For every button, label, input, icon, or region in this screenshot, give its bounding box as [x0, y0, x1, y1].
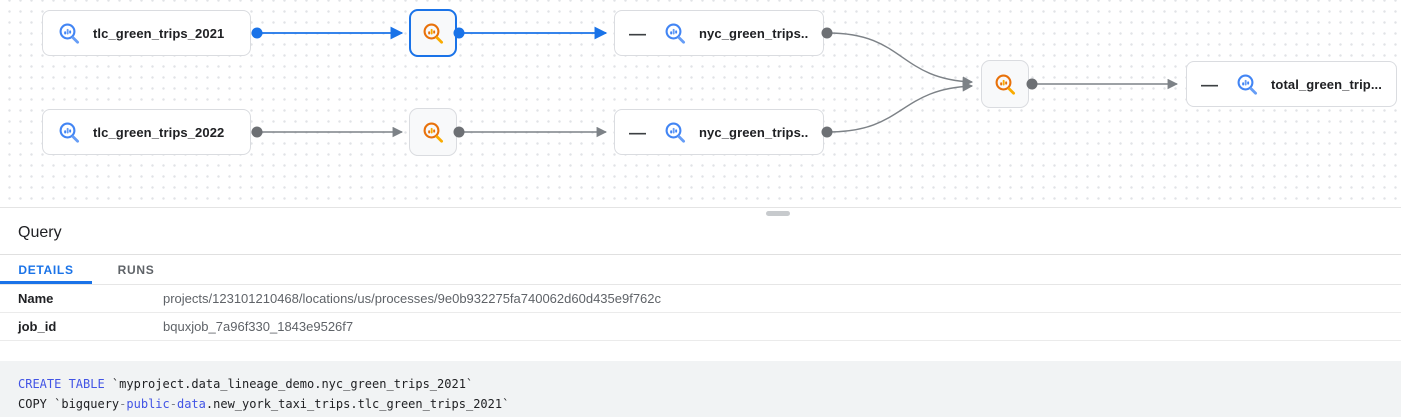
field-value: bquxjob_7a96f330_1843e9526f7 — [163, 319, 354, 334]
panel-title: Query — [18, 224, 62, 241]
sql-code-block: CREATE TABLE `myproject.data_lineage_dem… — [0, 361, 1401, 417]
sql-text: `myproject.data_lineage_demo.nyc_green_t… — [104, 377, 474, 391]
output-port — [251, 27, 263, 39]
panel-title-row: Query — [0, 209, 1401, 255]
sql-keyword: CREATE TABLE — [18, 377, 105, 391]
process-node[interactable] — [409, 108, 457, 156]
lineage-graph-canvas[interactable]: tlc_green_trips_2021 — nyc_green_trips..… — [0, 0, 1401, 208]
field-row-name: Name projects/123101210468/locations/us/… — [0, 285, 1401, 313]
field-label: Name — [18, 291, 54, 306]
node-label: nyc_green_trips... — [699, 124, 809, 140]
field-label: job_id — [18, 319, 57, 334]
collapse-icon[interactable]: — — [629, 122, 646, 142]
node-label: total_green_trip... — [1271, 76, 1382, 92]
sql-line-2: COPY `bigquery-public-data.new_york_taxi… — [18, 394, 1401, 414]
node-label: tlc_green_trips_2022 — [93, 124, 225, 140]
sql-keyword: data — [176, 397, 206, 411]
bigquery-process-icon — [993, 72, 1017, 96]
table-node-total-green-trips[interactable]: — total_green_trip... — [1186, 61, 1397, 107]
sql-keyword: public — [126, 397, 170, 411]
sql-operator: - — [169, 397, 177, 411]
bigquery-table-icon — [1235, 72, 1259, 96]
bigquery-table-icon — [57, 21, 81, 45]
bigquery-table-icon — [663, 21, 687, 45]
details-panel: Query DETAILS RUNS Name projects/1231012… — [0, 209, 1401, 417]
panel-tabs: DETAILS RUNS — [0, 255, 1401, 285]
table-node-tlc-green-trips-2022[interactable]: tlc_green_trips_2022 — [42, 109, 251, 155]
bigquery-table-icon — [663, 120, 687, 144]
collapse-icon[interactable]: — — [1201, 74, 1218, 94]
panel-resize-handle[interactable] — [766, 211, 790, 216]
field-value: projects/123101210468/locations/us/proce… — [163, 291, 662, 306]
tab-runs[interactable]: RUNS — [117, 262, 155, 277]
process-node-selected[interactable] — [409, 9, 457, 57]
node-label: tlc_green_trips_2021 — [93, 25, 225, 41]
edge-nyc2021-to-merge — [827, 32, 974, 87]
bigquery-process-icon — [421, 120, 445, 144]
bigquery-table-icon — [57, 120, 81, 144]
output-port — [251, 126, 263, 138]
bigquery-process-icon — [421, 21, 445, 45]
table-node-nyc-green-trips-2022[interactable]: — nyc_green_trips... — [614, 109, 824, 155]
table-node-nyc-green-trips-2021[interactable]: — nyc_green_trips... — [614, 10, 824, 56]
node-label: nyc_green_trips... — [699, 25, 809, 41]
process-node-merge[interactable] — [981, 60, 1029, 108]
edge-nyc2022-to-merge — [827, 81, 974, 133]
tab-details[interactable]: DETAILS — [0, 255, 92, 284]
table-node-tlc-green-trips-2021[interactable]: tlc_green_trips_2021 — [42, 10, 251, 56]
field-row-job-id: job_id bquxjob_7a96f330_1843e9526f7 — [0, 313, 1401, 341]
sql-text: COPY `bigquery — [18, 397, 120, 411]
collapse-icon[interactable]: — — [629, 23, 646, 43]
sql-line-1: CREATE TABLE `myproject.data_lineage_dem… — [18, 374, 1401, 394]
sql-text: .new_york_taxi_trips.tlc_green_trips_202… — [205, 397, 510, 411]
details-fields: Name projects/123101210468/locations/us/… — [0, 285, 1401, 341]
sql-operator: - — [119, 397, 127, 411]
